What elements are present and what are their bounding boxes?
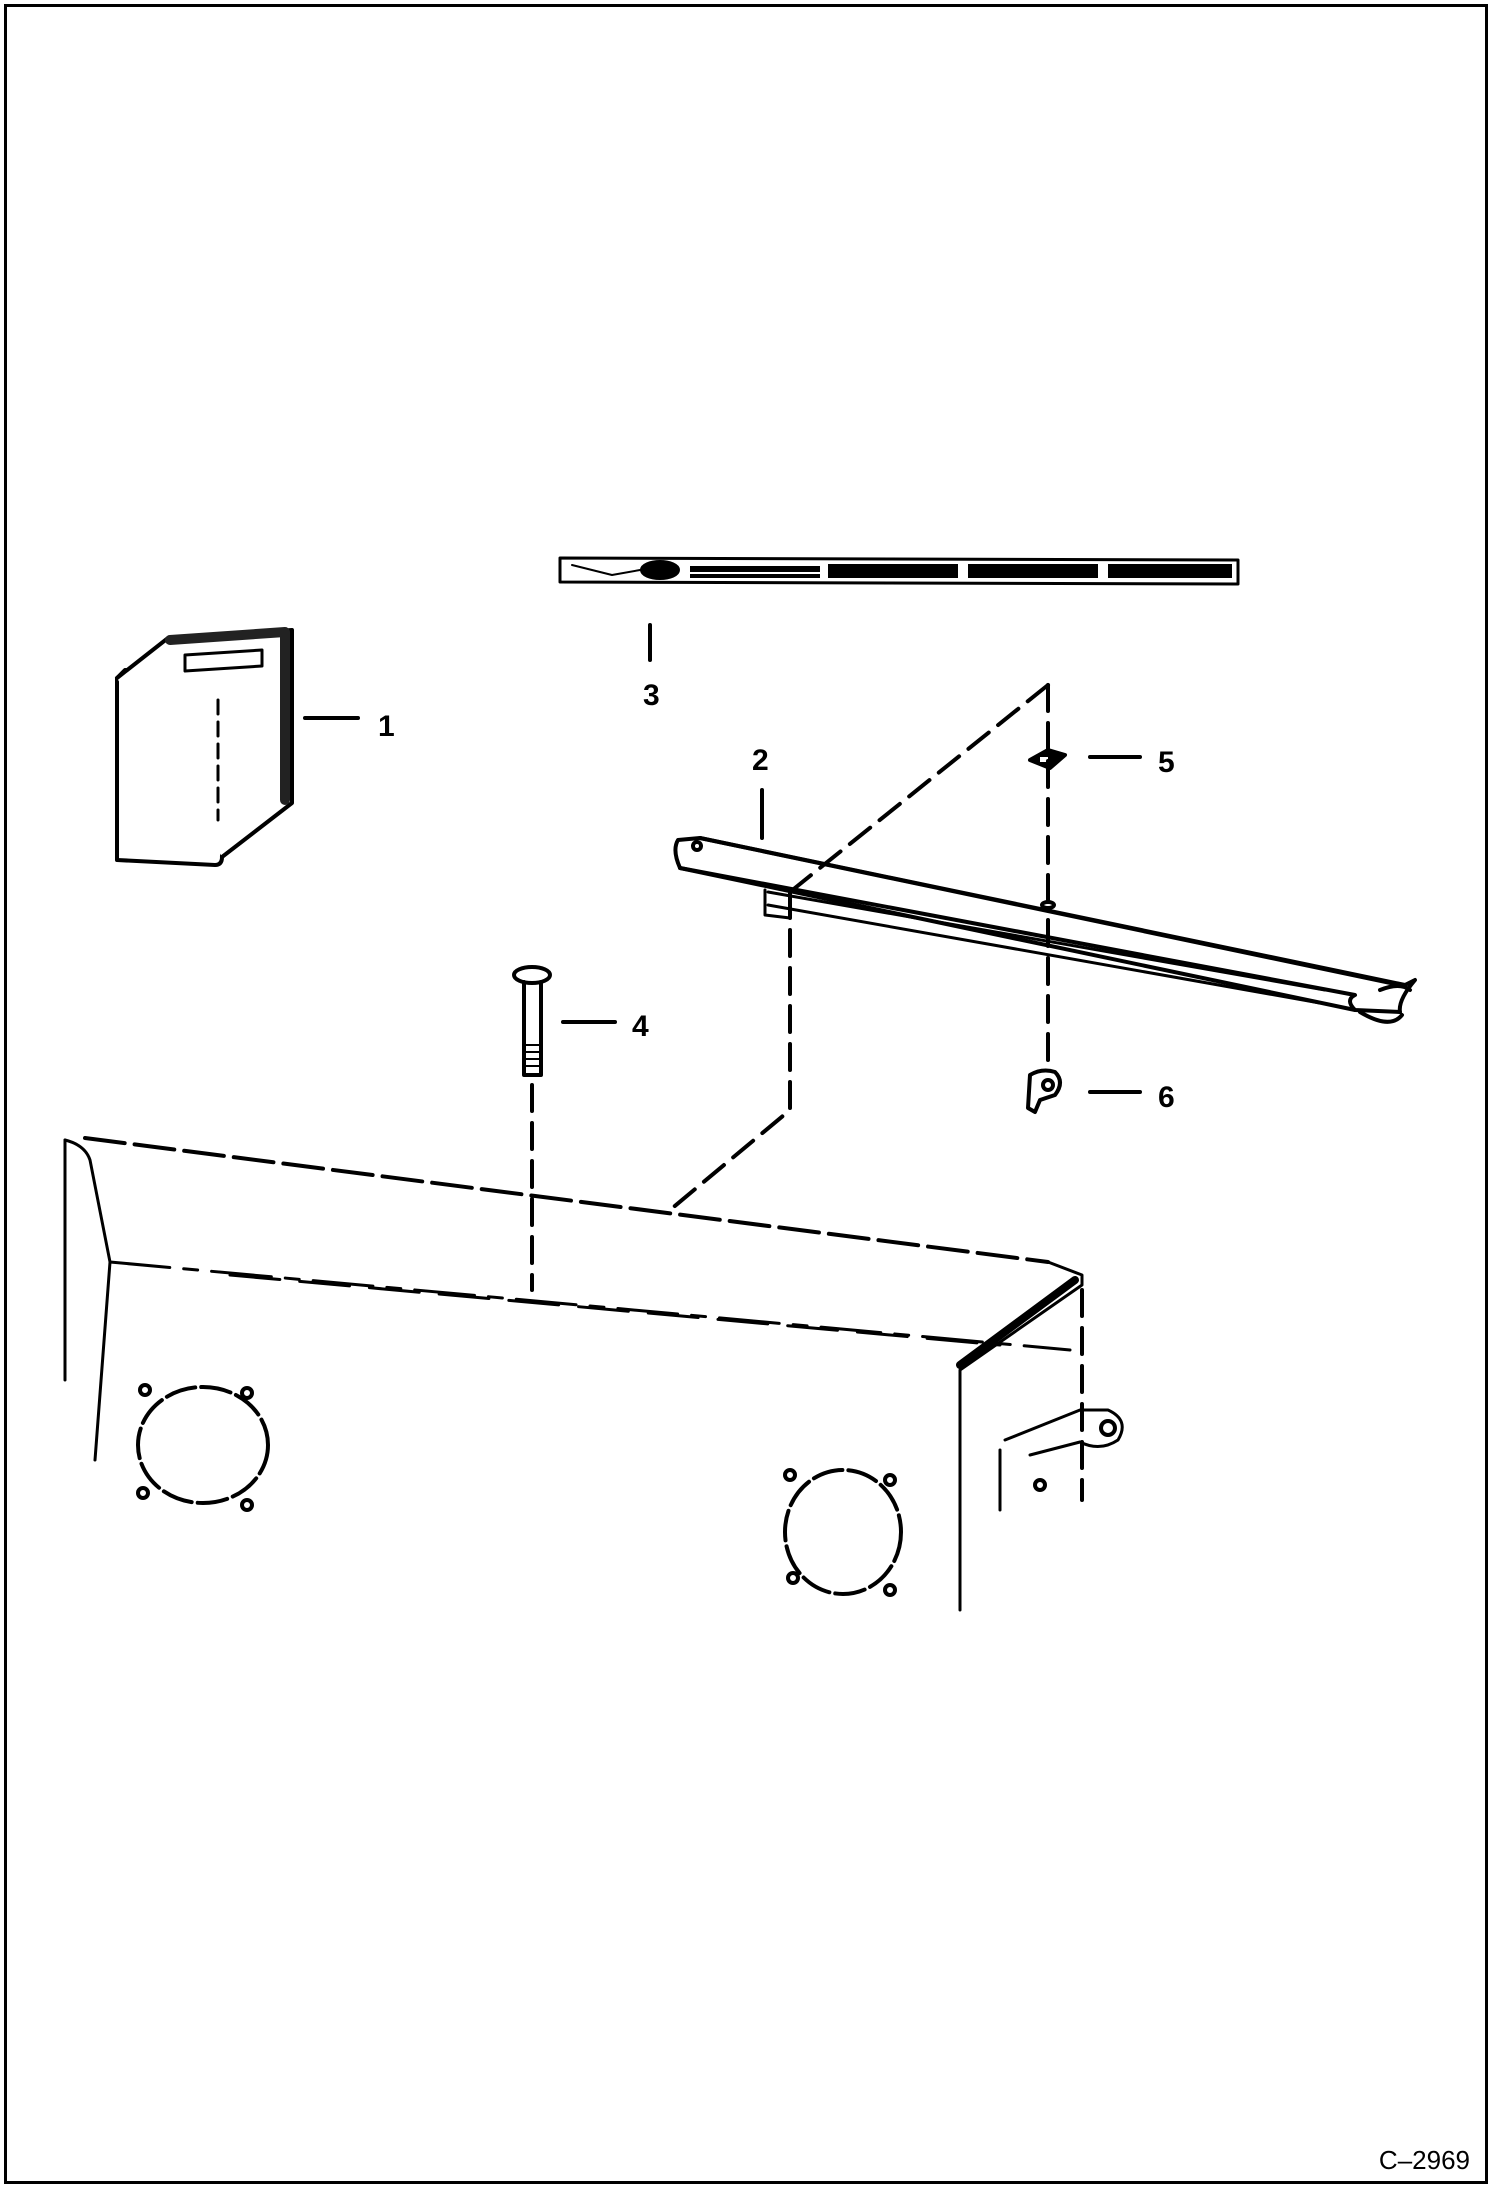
part-5-nut [1028,748,1067,770]
callout-2: 2 [752,744,769,777]
leader-lines [303,623,1142,1094]
callout-1: 1 [378,710,395,743]
part-4-bolt [512,965,552,1077]
drawing-number: C–2969 [1378,2145,1470,2175]
callout-3: 3 [643,679,660,712]
enclosure-panel [63,1136,1124,1612]
callout-4: 4 [632,1010,649,1043]
part-3-decal [558,556,1240,586]
assembly-lines [530,683,1084,1502]
drawing-frame [4,4,1488,2184]
callout-6: 6 [1158,1081,1175,1114]
part-2-rail [673,836,1417,1024]
callout-5: 5 [1158,746,1175,779]
part-6-clip [1026,1068,1062,1114]
part-1-box [115,627,294,867]
